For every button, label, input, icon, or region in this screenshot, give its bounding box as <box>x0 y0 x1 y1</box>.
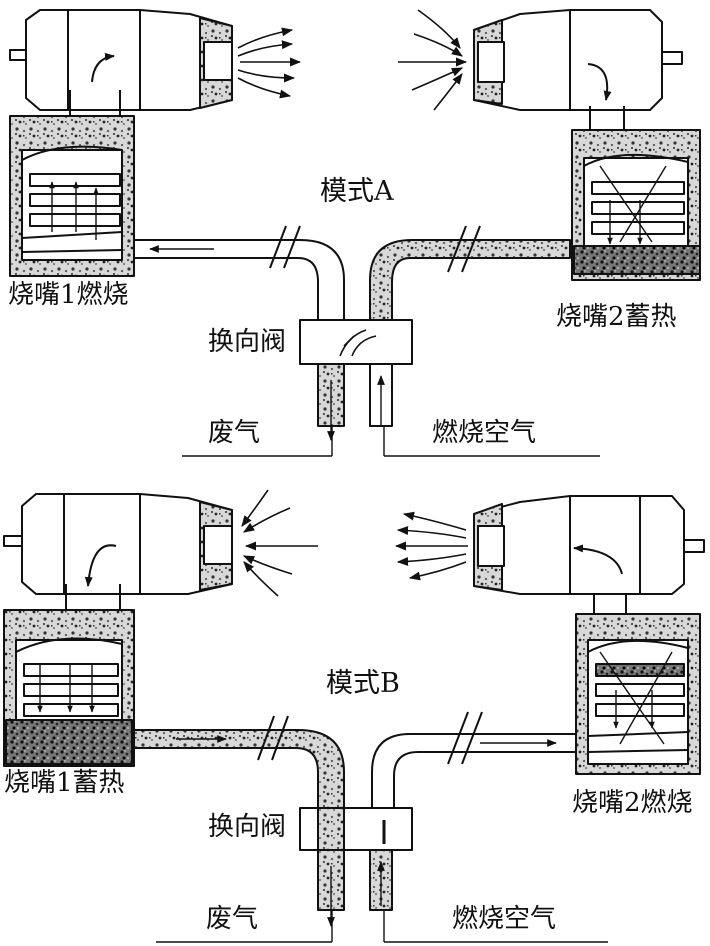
burner-1-body-b <box>3 493 233 610</box>
burner-1-regeneration-label: 烧嘴1蓄热 <box>4 768 125 798</box>
reversing-valve-a <box>299 319 413 441</box>
flame-arrows-b-right <box>394 511 468 581</box>
waste-gas-label-a: 废气 <box>208 418 261 448</box>
ground-lines-a <box>182 426 600 457</box>
regenerator-2-a <box>571 129 701 281</box>
regenerator-2-b <box>575 613 701 775</box>
reversing-valve-label-b: 换向阀 <box>208 812 287 842</box>
burner-2-body-b <box>473 495 705 614</box>
burner-2-regeneration-label: 烧嘴2蓄热 <box>556 302 677 332</box>
burner-2-body-a <box>473 9 683 130</box>
ground-lines-b <box>156 910 608 943</box>
regenerator-1-a <box>9 115 135 277</box>
reversing-valve-label-a: 换向阀 <box>208 327 287 357</box>
combustion-air-label-b: 燃烧空气 <box>452 904 557 934</box>
waste-gas-label-b: 废气 <box>206 904 259 934</box>
flame-arrows-a-left <box>237 27 302 99</box>
combustion-air-label-a: 燃烧空气 <box>432 418 537 448</box>
intake-arrows-b-left <box>241 489 318 597</box>
regenerator-1-b <box>3 609 135 767</box>
burner-2-combustion-label: 烧嘴2燃烧 <box>572 788 693 818</box>
duct-right-b <box>371 711 576 808</box>
reversing-valve-b <box>299 807 413 927</box>
duct-left-b <box>133 715 345 809</box>
duct-left-a <box>134 225 345 330</box>
duct-right-a <box>369 225 571 331</box>
mode-a-title: 模式A <box>320 176 394 207</box>
burner-1-combustion-label: 烧嘴1燃烧 <box>8 280 129 310</box>
mode-b-title: 模式B <box>326 668 400 699</box>
intake-arrows-a-right <box>398 9 468 111</box>
burner-1-body-a <box>9 9 233 116</box>
